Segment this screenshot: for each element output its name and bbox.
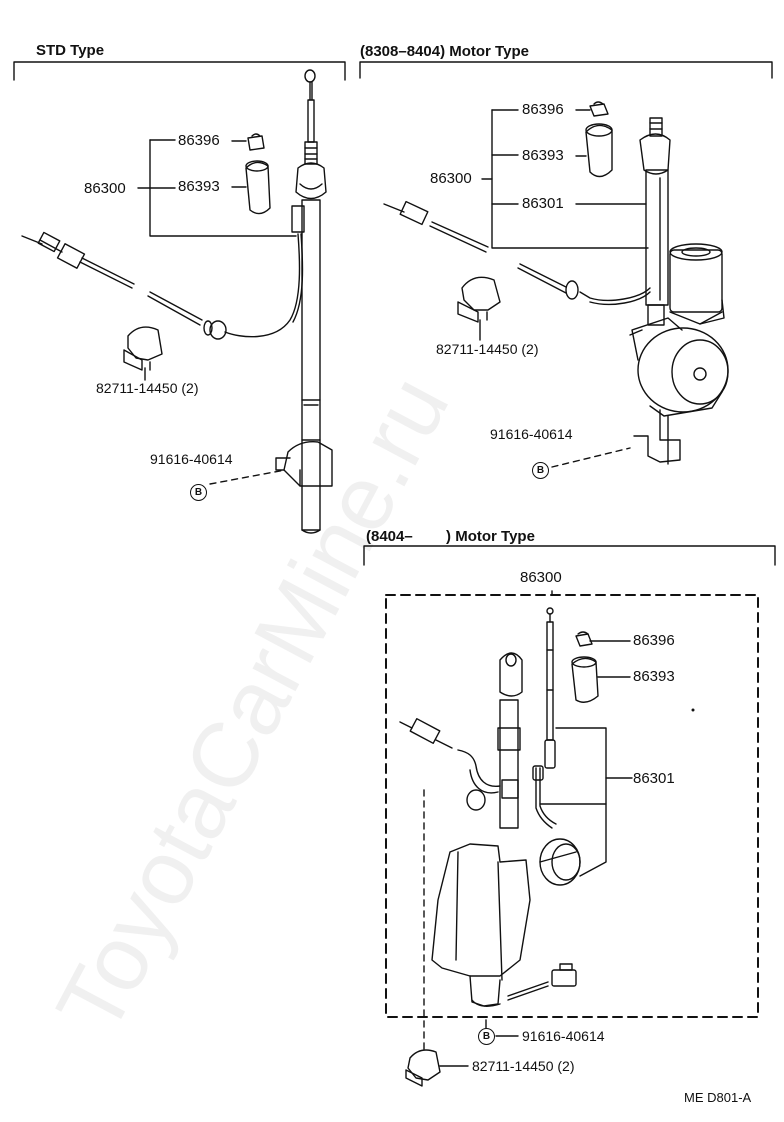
figure-code: ME D801-A <box>684 1090 752 1105</box>
std-label-86393: 86393 <box>178 178 220 195</box>
std-antenna-mast <box>291 69 327 534</box>
std-antenna-cable <box>21 231 304 340</box>
motor-type-8308-title: (8308–8404) Motor Type <box>360 43 529 60</box>
m2-86301-bracket <box>555 727 607 877</box>
std-type-title: STD Type <box>36 42 105 59</box>
m1-86393-cap <box>585 123 613 178</box>
m2-gear-cover <box>539 838 581 886</box>
std-86396-nut <box>247 133 265 151</box>
m1-label-86396: 86396 <box>522 101 564 118</box>
m2-antenna-mast <box>497 652 523 829</box>
m1-motor-unit <box>629 243 729 465</box>
m2-86393-cap <box>571 656 599 703</box>
m2-motor-housing <box>431 843 531 1007</box>
m2-label-86393: 86393 <box>633 668 675 685</box>
m2-86396-nut <box>575 631 593 647</box>
motor-8404-section-bracket <box>363 545 776 566</box>
m1-86396-nut <box>589 101 609 117</box>
m2-label-86301: 86301 <box>633 770 675 787</box>
m1-label-86393: 86393 <box>522 147 564 164</box>
m2-clamp <box>405 1049 441 1087</box>
m1-label-bolt: 91616-40614 <box>490 426 573 442</box>
std-mount-bracket <box>275 441 333 487</box>
m2-connector <box>471 963 577 1007</box>
m2-label-bolt: 91616-40614 <box>522 1028 605 1044</box>
m1-label-86301: 86301 <box>522 195 564 212</box>
m1-label-clamp: 82711-14450 (2) <box>436 341 539 357</box>
motor-type-8404-title: (8404– ) Motor Type <box>366 528 535 545</box>
m2-label-86300: 86300 <box>520 569 562 586</box>
std-bolt-symbol: B <box>190 484 207 501</box>
std-label-86300: 86300 <box>84 180 126 197</box>
m1-label-86300: 86300 <box>430 170 472 187</box>
m1-bolt-symbol: B <box>532 462 549 479</box>
m2-antenna-cable <box>399 718 501 811</box>
std-label-86396: 86396 <box>178 132 220 149</box>
m1-antenna-mast <box>639 117 671 326</box>
motor-8308-section-bracket <box>359 61 773 79</box>
std-clamp <box>123 326 163 371</box>
std-86393-cap <box>245 160 271 215</box>
m2-86300-assembly-box <box>385 594 759 1018</box>
m1-antenna-cable <box>383 200 651 306</box>
m2-label-86396: 86396 <box>633 632 675 649</box>
m2-label-clamp: 82711-14450 (2) <box>472 1058 575 1074</box>
m1-86300-bracket <box>491 109 649 249</box>
std-label-bolt: 91616-40614 <box>150 451 233 467</box>
std-label-clamp: 82711-14450 (2) <box>96 380 199 396</box>
m2-antenna-rod <box>544 607 556 769</box>
m2-drain-hose <box>532 765 557 829</box>
std-section-bracket <box>13 61 346 81</box>
m2-bolt-symbol: B <box>478 1028 495 1045</box>
m1-clamp <box>457 276 501 323</box>
std-86300-bracket <box>149 139 297 237</box>
